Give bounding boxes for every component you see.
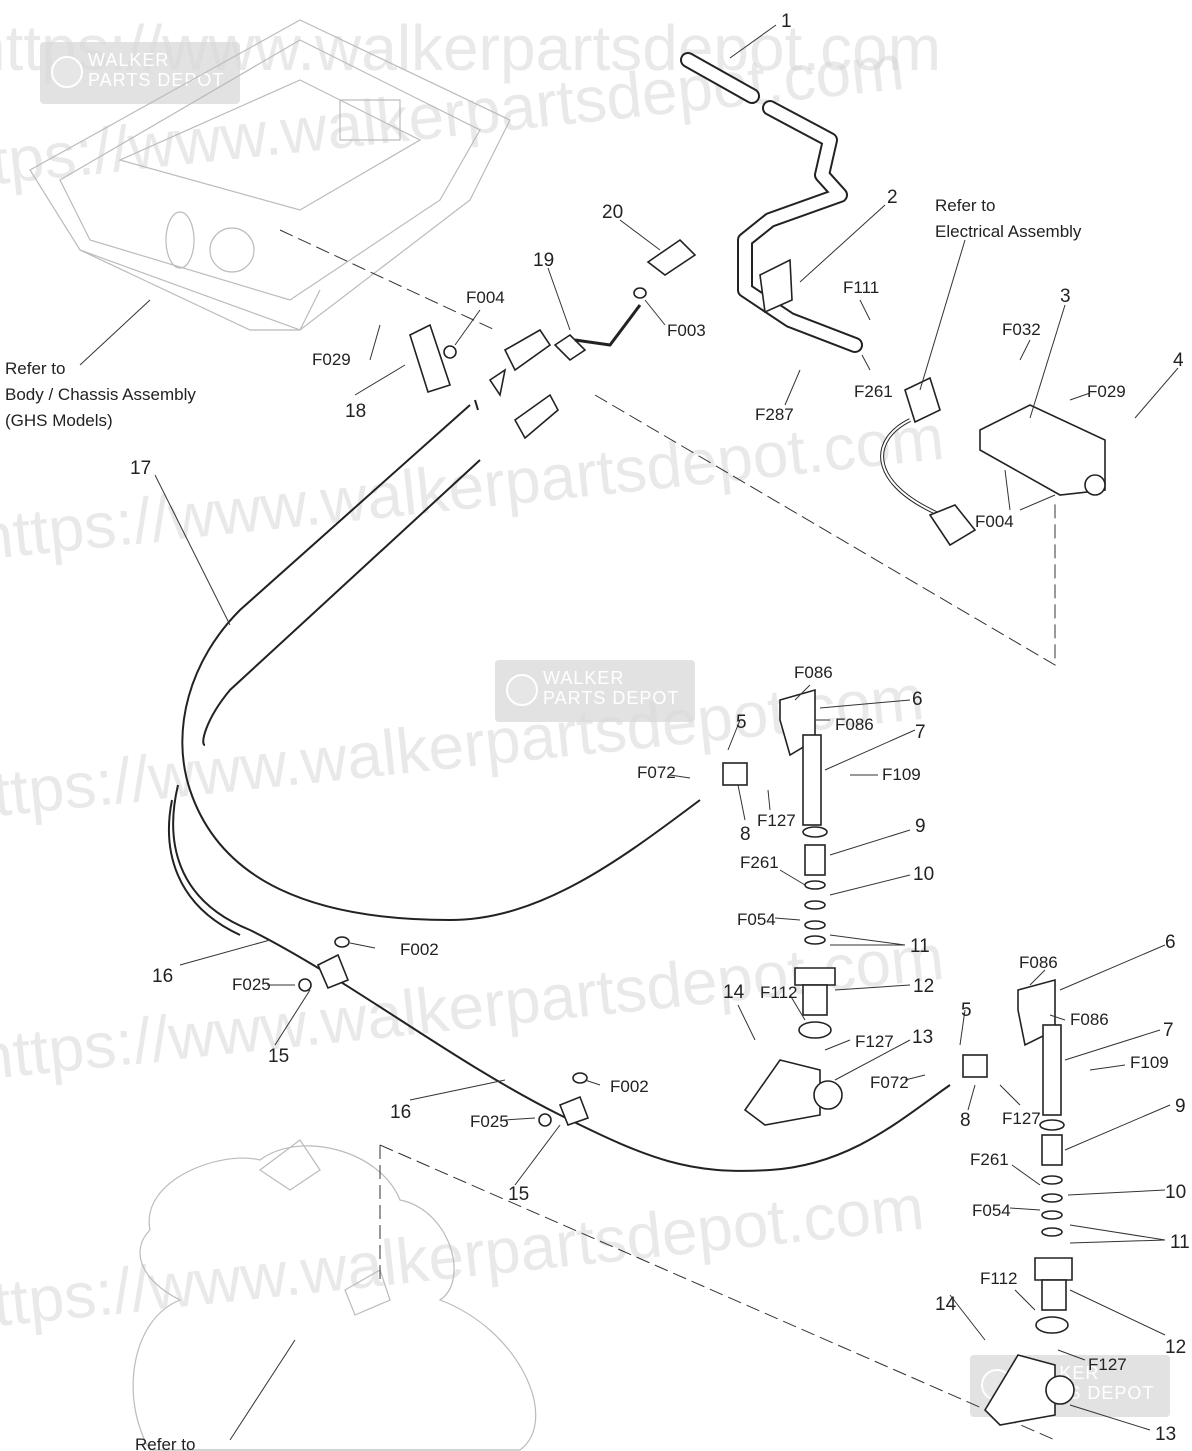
callout-5: 5 [961, 1000, 972, 1021]
callout-f109: F109 [1130, 1053, 1169, 1072]
callout-15: 15 [268, 1046, 289, 1067]
callout-f025: F025 [470, 1112, 509, 1131]
springs [488, 328, 560, 440]
callout-11: 11 [1170, 1232, 1190, 1253]
ref-line: Refer to [135, 1435, 195, 1451]
linkage-rod [553, 238, 697, 362]
reference-electrical: Refer to Electrical Assembly [935, 196, 1082, 241]
plate-18 [409, 323, 457, 394]
callout-f003: F003 [667, 321, 706, 340]
callout-5: 5 [736, 712, 747, 733]
callout-16: 16 [152, 966, 173, 987]
pivot-stack-upper [722, 688, 843, 1126]
control-cable-16 [168, 784, 951, 1172]
callout-f112: F112 [760, 983, 798, 1002]
callout-f261: F261 [854, 382, 893, 401]
callout-15: 15 [508, 1184, 529, 1205]
ref-line: Refer to [5, 359, 65, 378]
callout-f127: F127 [1002, 1109, 1041, 1128]
watermark-badge: WALKER PARTS DEPOT [40, 42, 240, 104]
callout-f029: F029 [1087, 382, 1126, 401]
ref-line: (GHS Models) [5, 411, 113, 430]
callout-10: 10 [913, 864, 934, 885]
callout-6: 6 [912, 689, 923, 710]
callout-8: 8 [740, 824, 751, 845]
callout-18: 18 [345, 401, 366, 422]
callout-f002: F002 [610, 1077, 649, 1096]
watermark-url: https://www.walkerpartsdepot.com [0, 401, 947, 574]
callout-f086: F086 [1019, 953, 1058, 972]
callout-14: 14 [723, 982, 745, 1003]
callout-f004: F004 [466, 288, 505, 307]
callout-f054: F054 [737, 910, 776, 929]
callout-4: 4 [1173, 350, 1184, 371]
callout-2: 2 [887, 187, 898, 208]
reference-body-chassis: Refer to Body / Chassis Assembly (GHS Mo… [5, 359, 196, 430]
callout-f086: F086 [794, 663, 833, 682]
callout-f109: F109 [882, 765, 921, 784]
callout-f127: F127 [757, 811, 796, 830]
callout-f127: F127 [1088, 1355, 1127, 1374]
callout-12: 12 [1165, 1337, 1186, 1358]
callout-12: 12 [913, 976, 934, 997]
callout-f054: F054 [972, 1201, 1011, 1220]
callout-f072: F072 [637, 763, 676, 782]
pivot-stack-lower [962, 978, 1075, 1426]
callout-f086: F086 [1070, 1010, 1109, 1029]
callout-f261: F261 [970, 1150, 1009, 1169]
callout-f004: F004 [975, 512, 1014, 531]
callout-10: 10 [1165, 1182, 1186, 1203]
callout-6: 6 [1165, 932, 1176, 953]
callout-9: 9 [915, 816, 926, 837]
callout-f111: F111 [843, 278, 879, 297]
callout-1: 1 [781, 11, 792, 32]
badge-line1: WALKER [543, 668, 624, 688]
switch-harness [880, 376, 977, 547]
callout-f261: F261 [740, 853, 779, 872]
callout-labels: 1 2 3 4 5 5 6 6 7 7 8 8 9 9 10 10 11 11 … [130, 11, 1190, 1445]
control-cable-17 [181, 399, 701, 922]
callout-f086: F086 [835, 715, 874, 734]
dashed-reference-lines [279, 229, 1056, 1441]
callout-f002: F002 [400, 940, 439, 959]
callout-7: 7 [915, 722, 926, 743]
callout-9: 9 [1175, 1096, 1186, 1117]
deck-ghost-drawing [132, 1139, 537, 1451]
leader-lines [79, 24, 1179, 1441]
watermark-url: https://www.walkerpartsdepot.com [0, 1171, 927, 1344]
callout-f127: F127 [855, 1032, 894, 1051]
callout-19: 19 [533, 250, 554, 271]
callout-14: 14 [935, 1294, 957, 1315]
cable-clamps [298, 936, 590, 1127]
ref-line: Body / Chassis Assembly [5, 385, 196, 404]
ref-line: Refer to [935, 196, 995, 215]
callout-7: 7 [1163, 1020, 1174, 1041]
reference-bottom: Refer to [135, 1435, 195, 1451]
callout-20: 20 [602, 202, 623, 223]
ref-line: Electrical Assembly [935, 222, 1082, 241]
callout-f287: F287 [755, 405, 794, 424]
callout-f112: F112 [980, 1269, 1018, 1288]
callout-16: 16 [390, 1102, 411, 1123]
callout-11: 11 [910, 936, 930, 957]
callout-8: 8 [960, 1110, 971, 1131]
watermark-badge: WALKER PARTS DEPOT [495, 660, 695, 722]
callout-f072: F072 [870, 1073, 909, 1092]
shift-lever-assembly [680, 52, 863, 353]
callout-f029: F029 [312, 350, 351, 369]
badge-line1: WALKER [88, 50, 169, 70]
callout-f032: F032 [1002, 320, 1041, 339]
badge-line2: PARTS DEPOT [543, 688, 679, 708]
badge-line2: PARTS DEPOT [88, 70, 224, 90]
callout-13: 13 [912, 1027, 933, 1048]
callout-f025: F025 [232, 975, 271, 994]
bracket-3 [979, 404, 1106, 496]
chassis-ghost-drawing [29, 19, 511, 331]
callout-17: 17 [130, 458, 151, 479]
callout-13: 13 [1155, 1424, 1176, 1445]
callout-3: 3 [1060, 286, 1071, 307]
